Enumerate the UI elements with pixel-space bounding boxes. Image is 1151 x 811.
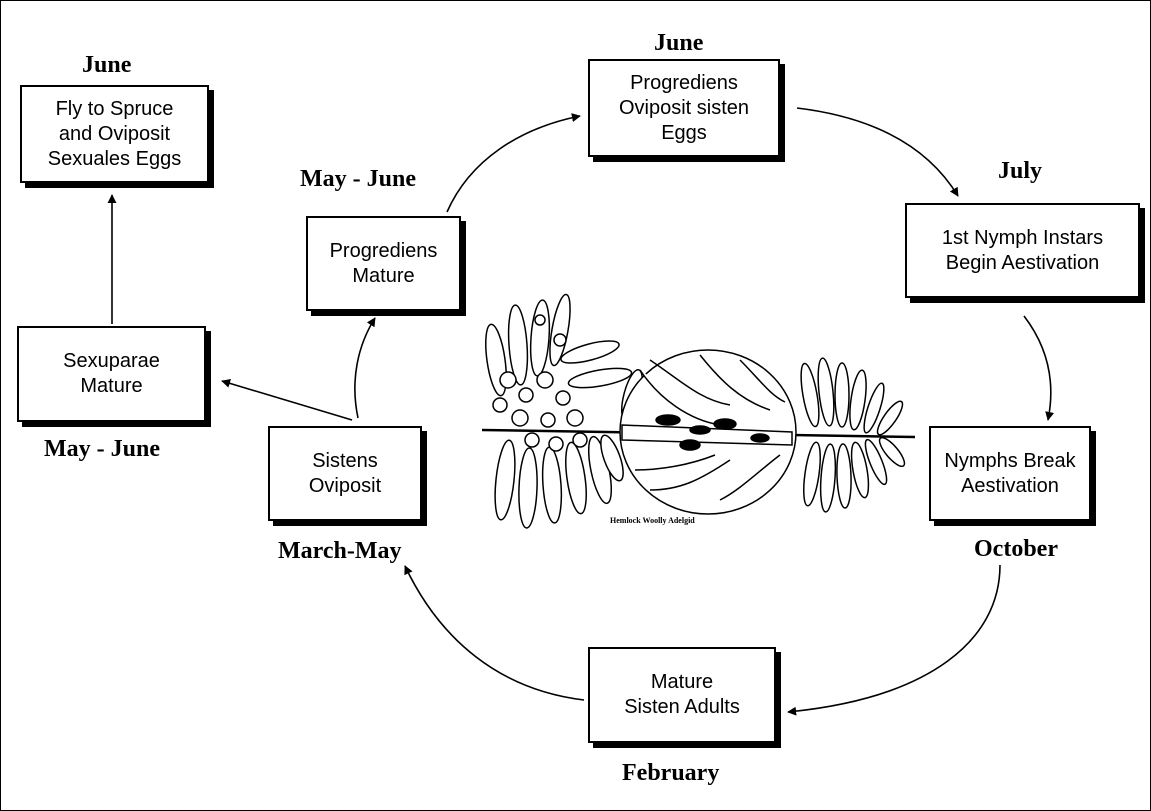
month-label-progrediens-oviposit: June xyxy=(654,30,704,56)
stage-line: Sisten Adults xyxy=(624,696,740,718)
magnified-view xyxy=(619,349,797,515)
month-label-first-nymph: July xyxy=(998,158,1043,184)
stage-box-nymphs-break: Nymphs Break Aestivation xyxy=(929,426,1091,521)
stage-line: and Oviposit xyxy=(58,122,171,145)
stage-line: Mature xyxy=(352,264,415,287)
stage-line: Sexuales Eggs xyxy=(47,147,182,170)
stage-box-sexuparae: Sexuparae Mature xyxy=(17,326,206,422)
arrow-progrediens-mature-to-oviposit xyxy=(446,113,581,213)
arrow-sistens-to-progrediens-mature xyxy=(354,317,376,419)
stage-line: Begin Aestivation xyxy=(945,251,1100,274)
stage-line: Progrediens xyxy=(630,71,738,94)
arrow-nymphs-break-to-mature-sisten xyxy=(787,564,1001,716)
hemlock-illustration xyxy=(481,293,916,529)
stage-line: Sexuparae xyxy=(63,350,160,372)
stage-box-mature-sisten: Mature Sisten Adults xyxy=(588,647,776,743)
month-label-fly-to-spruce: June xyxy=(82,52,132,78)
stage-box-fly-to-spruce: Fly to Spruce and Oviposit Sexuales Eggs xyxy=(20,85,209,183)
stage-line: Mature xyxy=(80,375,143,397)
arrow-mature-sisten-to-sistens xyxy=(404,565,585,701)
stage-line: Nymphs Break xyxy=(944,449,1076,472)
illustration-caption: Hemlock Woolly Adelgid xyxy=(610,516,695,525)
stage-line: Oviposit xyxy=(308,474,382,497)
stage-line: Mature xyxy=(650,671,714,693)
month-label-sistens: March-May xyxy=(278,538,402,564)
stage-line: Oviposit sisten xyxy=(618,96,750,119)
arrow-first-nymph-to-nymphs-break xyxy=(1023,315,1054,421)
arrow-oviposit-to-first-nymph xyxy=(796,107,959,197)
stage-box-progrediens-oviposit: Progrediens Oviposit sisten Eggs xyxy=(588,59,780,157)
stage-line: 1st Nymph Instars xyxy=(941,226,1104,249)
stage-box-first-nymph: 1st Nymph Instars Begin Aestivation xyxy=(905,203,1140,298)
stage-line: Aestivation xyxy=(961,474,1059,497)
stage-box-progrediens-mature: Progrediens Mature xyxy=(306,216,461,311)
month-label-mature-sisten: February xyxy=(622,760,720,786)
stage-line: Fly to Spruce xyxy=(55,97,174,120)
month-label-progrediens-mature: May - June xyxy=(300,166,416,192)
stage-line: Sistens xyxy=(312,449,378,472)
month-label-nymphs-break: October xyxy=(974,536,1058,562)
stage-box-sistens: Sistens Oviposit xyxy=(268,426,422,521)
stage-line: Progrediens xyxy=(329,239,438,262)
month-label-sexuparae: May - June xyxy=(44,436,160,462)
arrow-sistens-to-sexuparae xyxy=(221,379,353,421)
stage-line: Eggs xyxy=(661,121,707,144)
